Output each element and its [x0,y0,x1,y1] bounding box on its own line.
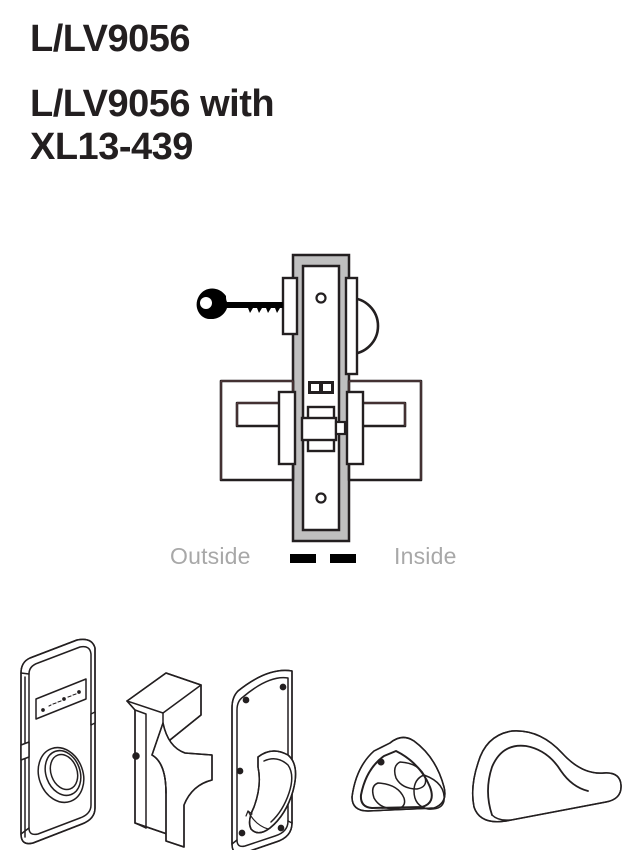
lever-handle-icon [471,730,622,823]
latch-bolt-icon [300,405,347,453]
key-icon [196,288,283,319]
trim-plate-with-lever-icon [231,669,297,850]
lever-on-escutcheon-icon [126,672,213,848]
escutcheon-with-indicator-icon [20,638,96,845]
page-title-block: L/LV9056 L/LV9056 with XL13-439 [30,18,500,169]
door-edge-dash-icon [330,554,356,563]
inside-lever-icon [347,379,423,482]
deadbolt-icon [308,381,334,394]
mortise-lock-diagram [0,240,632,585]
legend-outside-label: Outside [170,543,251,569]
outside-lever-hub-icon [277,390,297,466]
thumbturn-icon [344,276,380,376]
page-title: L/LV9056 [30,18,191,60]
faceplate-icon [301,264,341,532]
inside-lever-hub-icon [345,390,365,466]
door-edge-dash-icon [290,554,316,563]
cylinder-icon [281,276,299,336]
outside-lever-icon [219,379,295,482]
hardware-illustrations-row [0,615,632,850]
lever-rose-end-view-icon [351,736,446,812]
page-subtitle: L/LV9056 with XL13-439 [30,82,275,168]
legend-inside-label: Inside [394,543,457,569]
diagram-legend: Outside Inside [0,539,632,573]
